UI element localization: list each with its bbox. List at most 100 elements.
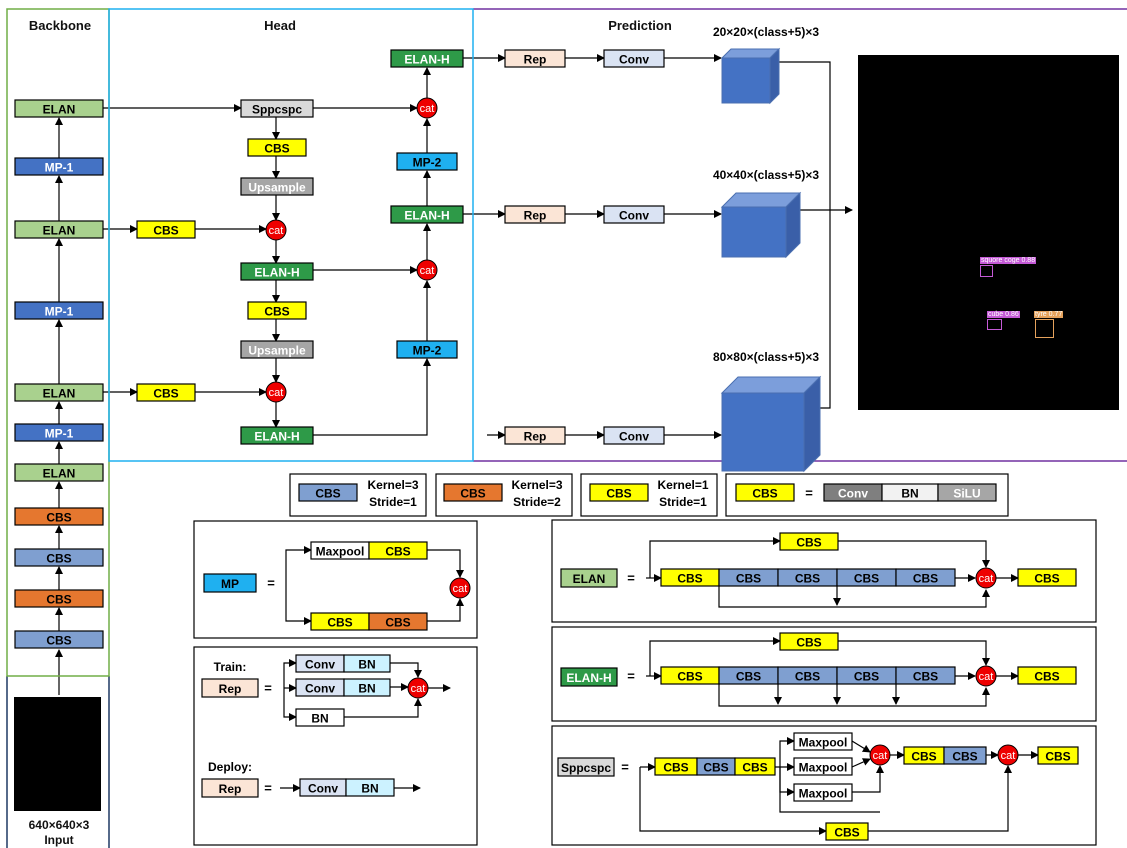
- pred-conv-1: Conv: [604, 50, 664, 67]
- legend-bn-label: BN: [901, 487, 918, 501]
- backbone-block-5: ELAN: [15, 384, 103, 401]
- pred-rep-1: Rep: [505, 50, 565, 67]
- head-upsample-2: Upsample: [241, 341, 313, 358]
- head-mp2-1-label: MP-2: [413, 156, 442, 170]
- pred-conv-3: Conv: [604, 427, 664, 444]
- elan-cbs-top-label: CBS: [796, 536, 821, 550]
- spp-maxpool-3-label: Maxpool: [799, 787, 848, 801]
- connector-arrow: [390, 663, 418, 677]
- elan-cbs-1: CBS: [661, 569, 719, 586]
- cat-label: cat: [420, 103, 435, 115]
- head-cat-2: cat: [266, 382, 286, 402]
- elan-h-cbs-chain-2: CBS: [778, 667, 837, 684]
- mp-cbs-1-label: CBS: [385, 545, 410, 559]
- connector-arrow: [780, 741, 794, 767]
- rep-train-block-label: Rep: [219, 682, 242, 696]
- legend-kernel-text: Kernel=1: [657, 478, 708, 492]
- rep-deploy-block: Rep: [202, 779, 258, 797]
- backbone-block-2-label: MP-1: [45, 161, 74, 175]
- backbone-block-4: MP-1: [15, 302, 103, 319]
- head-sppcspc: Sppcspc: [241, 100, 313, 117]
- elan-h-cbs-chain-3-label: CBS: [854, 670, 879, 684]
- cube-top: [722, 49, 779, 58]
- input-image: [14, 697, 101, 811]
- elan-h-cbs-chain-1-label: CBS: [736, 670, 761, 684]
- elan-h-cbs-chain-2-label: CBS: [795, 670, 820, 684]
- spp-maxpool-1-label: Maxpool: [799, 736, 848, 750]
- backbone-block-10: CBS: [15, 590, 103, 607]
- legend-stride-text: Stride=1: [369, 495, 417, 509]
- backbone-block-5-label: ELAN: [43, 387, 76, 401]
- head-mp2-2-label: MP-2: [413, 344, 442, 358]
- head-elan-h-3: ELAN-H: [391, 50, 463, 67]
- spp-cbs-bypass: CBS: [826, 823, 868, 840]
- backbone-block-11: CBS: [15, 631, 103, 648]
- head-elan-h-4: ELAN-H: [391, 206, 463, 223]
- elan-cbs-out: CBS: [1018, 569, 1076, 586]
- head-mp2-2: MP-2: [397, 341, 457, 358]
- pred-rep-3-label: Rep: [524, 430, 547, 444]
- cube-front: [722, 207, 786, 257]
- detection-box: [980, 265, 993, 277]
- head-cbs-lateral-2-label: CBS: [153, 387, 178, 401]
- rep-conv-2: Conv: [296, 679, 344, 696]
- legend-kernel-text: Kernel=3: [367, 478, 418, 492]
- head-elan-h-2: ELAN-H: [241, 427, 313, 444]
- legend-cbs-k1s1-label: CBS: [606, 487, 631, 501]
- rep-bn-3: BN: [296, 709, 344, 726]
- elan-module-label: ELAN: [561, 569, 617, 587]
- equals-sign: =: [805, 486, 813, 501]
- mp-cbs-3-label: CBS: [385, 616, 410, 630]
- detection-output-image: squore coge 0.88 cube 0.86 tyre 0.77: [858, 55, 1119, 410]
- cat-label: cat: [979, 671, 994, 683]
- elan-cbs-1-label: CBS: [677, 572, 702, 586]
- elan-h-cbs-chain-1: CBS: [719, 667, 778, 684]
- backbone-title: Backbone: [10, 18, 110, 33]
- mp-module-label-label: MP: [221, 577, 239, 591]
- connector-arrow: [719, 684, 986, 706]
- backbone-block-9: CBS: [15, 549, 103, 566]
- connector-arrow: [284, 688, 296, 717]
- spp-cbs-out-label: CBS: [1045, 750, 1070, 764]
- legend-silu-label: SiLU: [953, 487, 980, 501]
- rep-conv-1: Conv: [296, 655, 344, 672]
- pred-rep-3: Rep: [505, 427, 565, 444]
- spp-maxpool-2-label: Maxpool: [799, 761, 848, 775]
- backbone-block-11-label: CBS: [46, 634, 71, 648]
- elan-cbs-out-label: CBS: [1034, 572, 1059, 586]
- rep-cat: cat: [408, 678, 428, 698]
- sppcspc-module-label-label: Sppcspc: [561, 761, 611, 775]
- elan-h-cbs-out-label: CBS: [1034, 670, 1059, 684]
- cat-label: cat: [269, 225, 284, 237]
- mp-cbs-3: CBS: [369, 613, 427, 630]
- cat-label: cat: [979, 573, 994, 585]
- cube-front: [722, 393, 804, 471]
- output-cube-40: [722, 193, 800, 257]
- legend-conv-label: Conv: [838, 487, 868, 501]
- head-cat-4: cat: [417, 260, 437, 280]
- spp-cbs-3-label: CBS: [742, 761, 767, 775]
- pred-conv-3-label: Conv: [619, 430, 649, 444]
- cat-label: cat: [269, 387, 284, 399]
- elan-cbs-chain-4-label: CBS: [913, 572, 938, 586]
- spp-cbs-4: CBS: [904, 747, 944, 764]
- output-shape-40: 40×40×(class+5)×3: [713, 168, 819, 182]
- mp-cbs-2: CBS: [311, 613, 369, 630]
- elan-h-module-label-label: ELAN-H: [566, 671, 611, 685]
- connector-arrow: [780, 767, 794, 792]
- backbone-block-8-label: CBS: [46, 511, 71, 525]
- head-elan-h-2-label: ELAN-H: [254, 430, 299, 444]
- elan-h-cbs-chain-4-label: CBS: [913, 670, 938, 684]
- output-shape-80: 80×80×(class+5)×3: [713, 350, 819, 364]
- elan-h-cbs-top-label: CBS: [796, 636, 821, 650]
- connector-arrow: [852, 741, 870, 752]
- input-size-label: 640×640×3: [0, 818, 118, 832]
- input-label: Input: [0, 833, 118, 847]
- equals-sign: =: [264, 781, 272, 796]
- mp-cbs-1: CBS: [369, 542, 427, 559]
- connector-arrow: [427, 550, 460, 577]
- prediction-title: Prediction: [590, 18, 690, 33]
- connector-arrow: [852, 766, 880, 792]
- cat-label: cat: [411, 683, 426, 695]
- pred-rep-2: Rep: [505, 206, 565, 223]
